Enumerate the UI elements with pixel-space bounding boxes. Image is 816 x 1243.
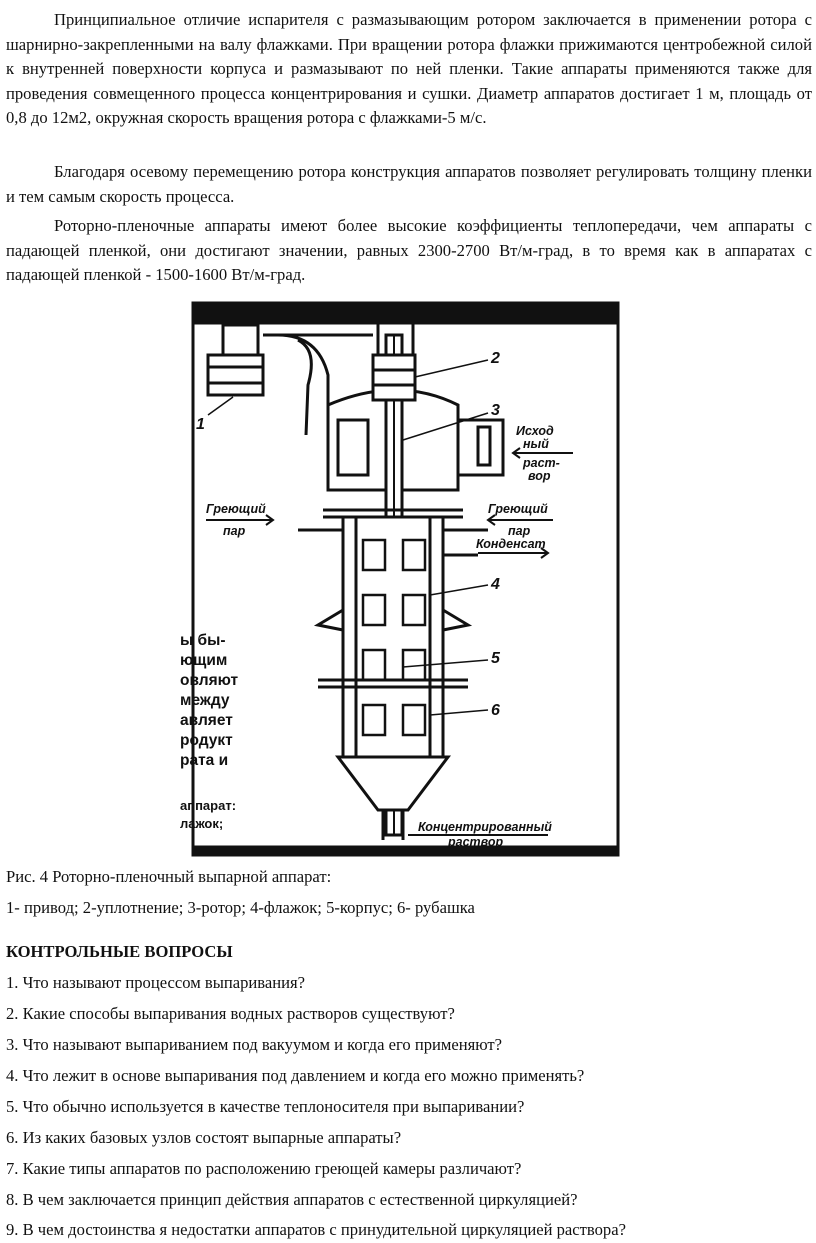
diagram-number-1: 1 <box>196 416 205 433</box>
bleed-text-4: между <box>180 692 230 709</box>
paragraph-1: Принципиальное отличие испарителя с разм… <box>6 10 812 127</box>
bleed-text-1: ы бы- <box>180 632 226 649</box>
label-feed-1: Исход <box>516 424 554 438</box>
label-steam-right-1: Греющий <box>488 502 548 516</box>
evaporator-diagram: 1 2 3 4 5 6 Исход ный раст- вор Греющий … <box>180 301 620 857</box>
question-9: 9. В чем достоинства я недостатки аппара… <box>6 1220 626 1239</box>
bleed-text-5: авляет <box>180 712 233 729</box>
label-product-2: раствор <box>447 835 504 849</box>
question-1: 1. Что называют процессом выпаривания? <box>6 973 306 992</box>
question-2: 2. Какие способы выпаривания водных раст… <box>6 1004 455 1023</box>
bleed-text-2: ющим <box>180 652 227 669</box>
label-feed-3: раст- <box>522 456 560 470</box>
question-5: 5. Что обычно используется в качестве те… <box>6 1097 525 1116</box>
diagram-number-6: 6 <box>491 702 500 719</box>
question-4: 4. Что лежит в основе выпаривания под да… <box>6 1066 585 1085</box>
label-feed-4: вор <box>528 469 551 483</box>
diagram-number-3: 3 <box>491 402 500 419</box>
diagram-number-2: 2 <box>490 350 500 367</box>
paragraph-2: Благодаря осевому перемещению ротора кон… <box>6 162 812 206</box>
bleed-text-6: родукт <box>180 732 233 749</box>
bleed-text-8: аппарат: <box>180 798 236 813</box>
figure-caption-title: Рис. 4 Роторно-пленочный выпарной аппара… <box>6 867 332 886</box>
label-steam-left-1: Греющий <box>206 502 266 516</box>
question-8: 8. В чем заключается принцип действия ап… <box>6 1190 578 1209</box>
bleed-text-7: рата и <box>180 752 228 769</box>
questions-heading: КОНТРОЛЬНЫЕ ВОПРОСЫ <box>6 942 233 961</box>
label-feed-2: ный <box>523 437 549 451</box>
bleed-text-3: овляют <box>180 672 239 689</box>
question-6: 6. Из каких базовых узлов состоят выпарн… <box>6 1128 402 1147</box>
figure-caption-legend: 1- привод; 2-уплотнение; 3-ротор; 4-флаж… <box>6 898 475 917</box>
question-3: 3. Что называют выпариванием под вакуумо… <box>6 1035 503 1054</box>
paragraph-3: Роторно-пленочные аппараты имеют более в… <box>6 216 812 284</box>
bleed-text-9: лажок; <box>180 816 223 831</box>
label-steam-left-2: пар <box>223 524 246 538</box>
diagram-number-4: 4 <box>490 576 500 593</box>
label-steam-right-2: пар <box>508 524 531 538</box>
label-product-1: Концентрированный <box>418 820 552 834</box>
question-7: 7. Какие типы аппаратов по расположению … <box>6 1159 522 1178</box>
diagram-number-5: 5 <box>491 650 501 667</box>
label-condensate: Конденсат <box>476 537 546 551</box>
